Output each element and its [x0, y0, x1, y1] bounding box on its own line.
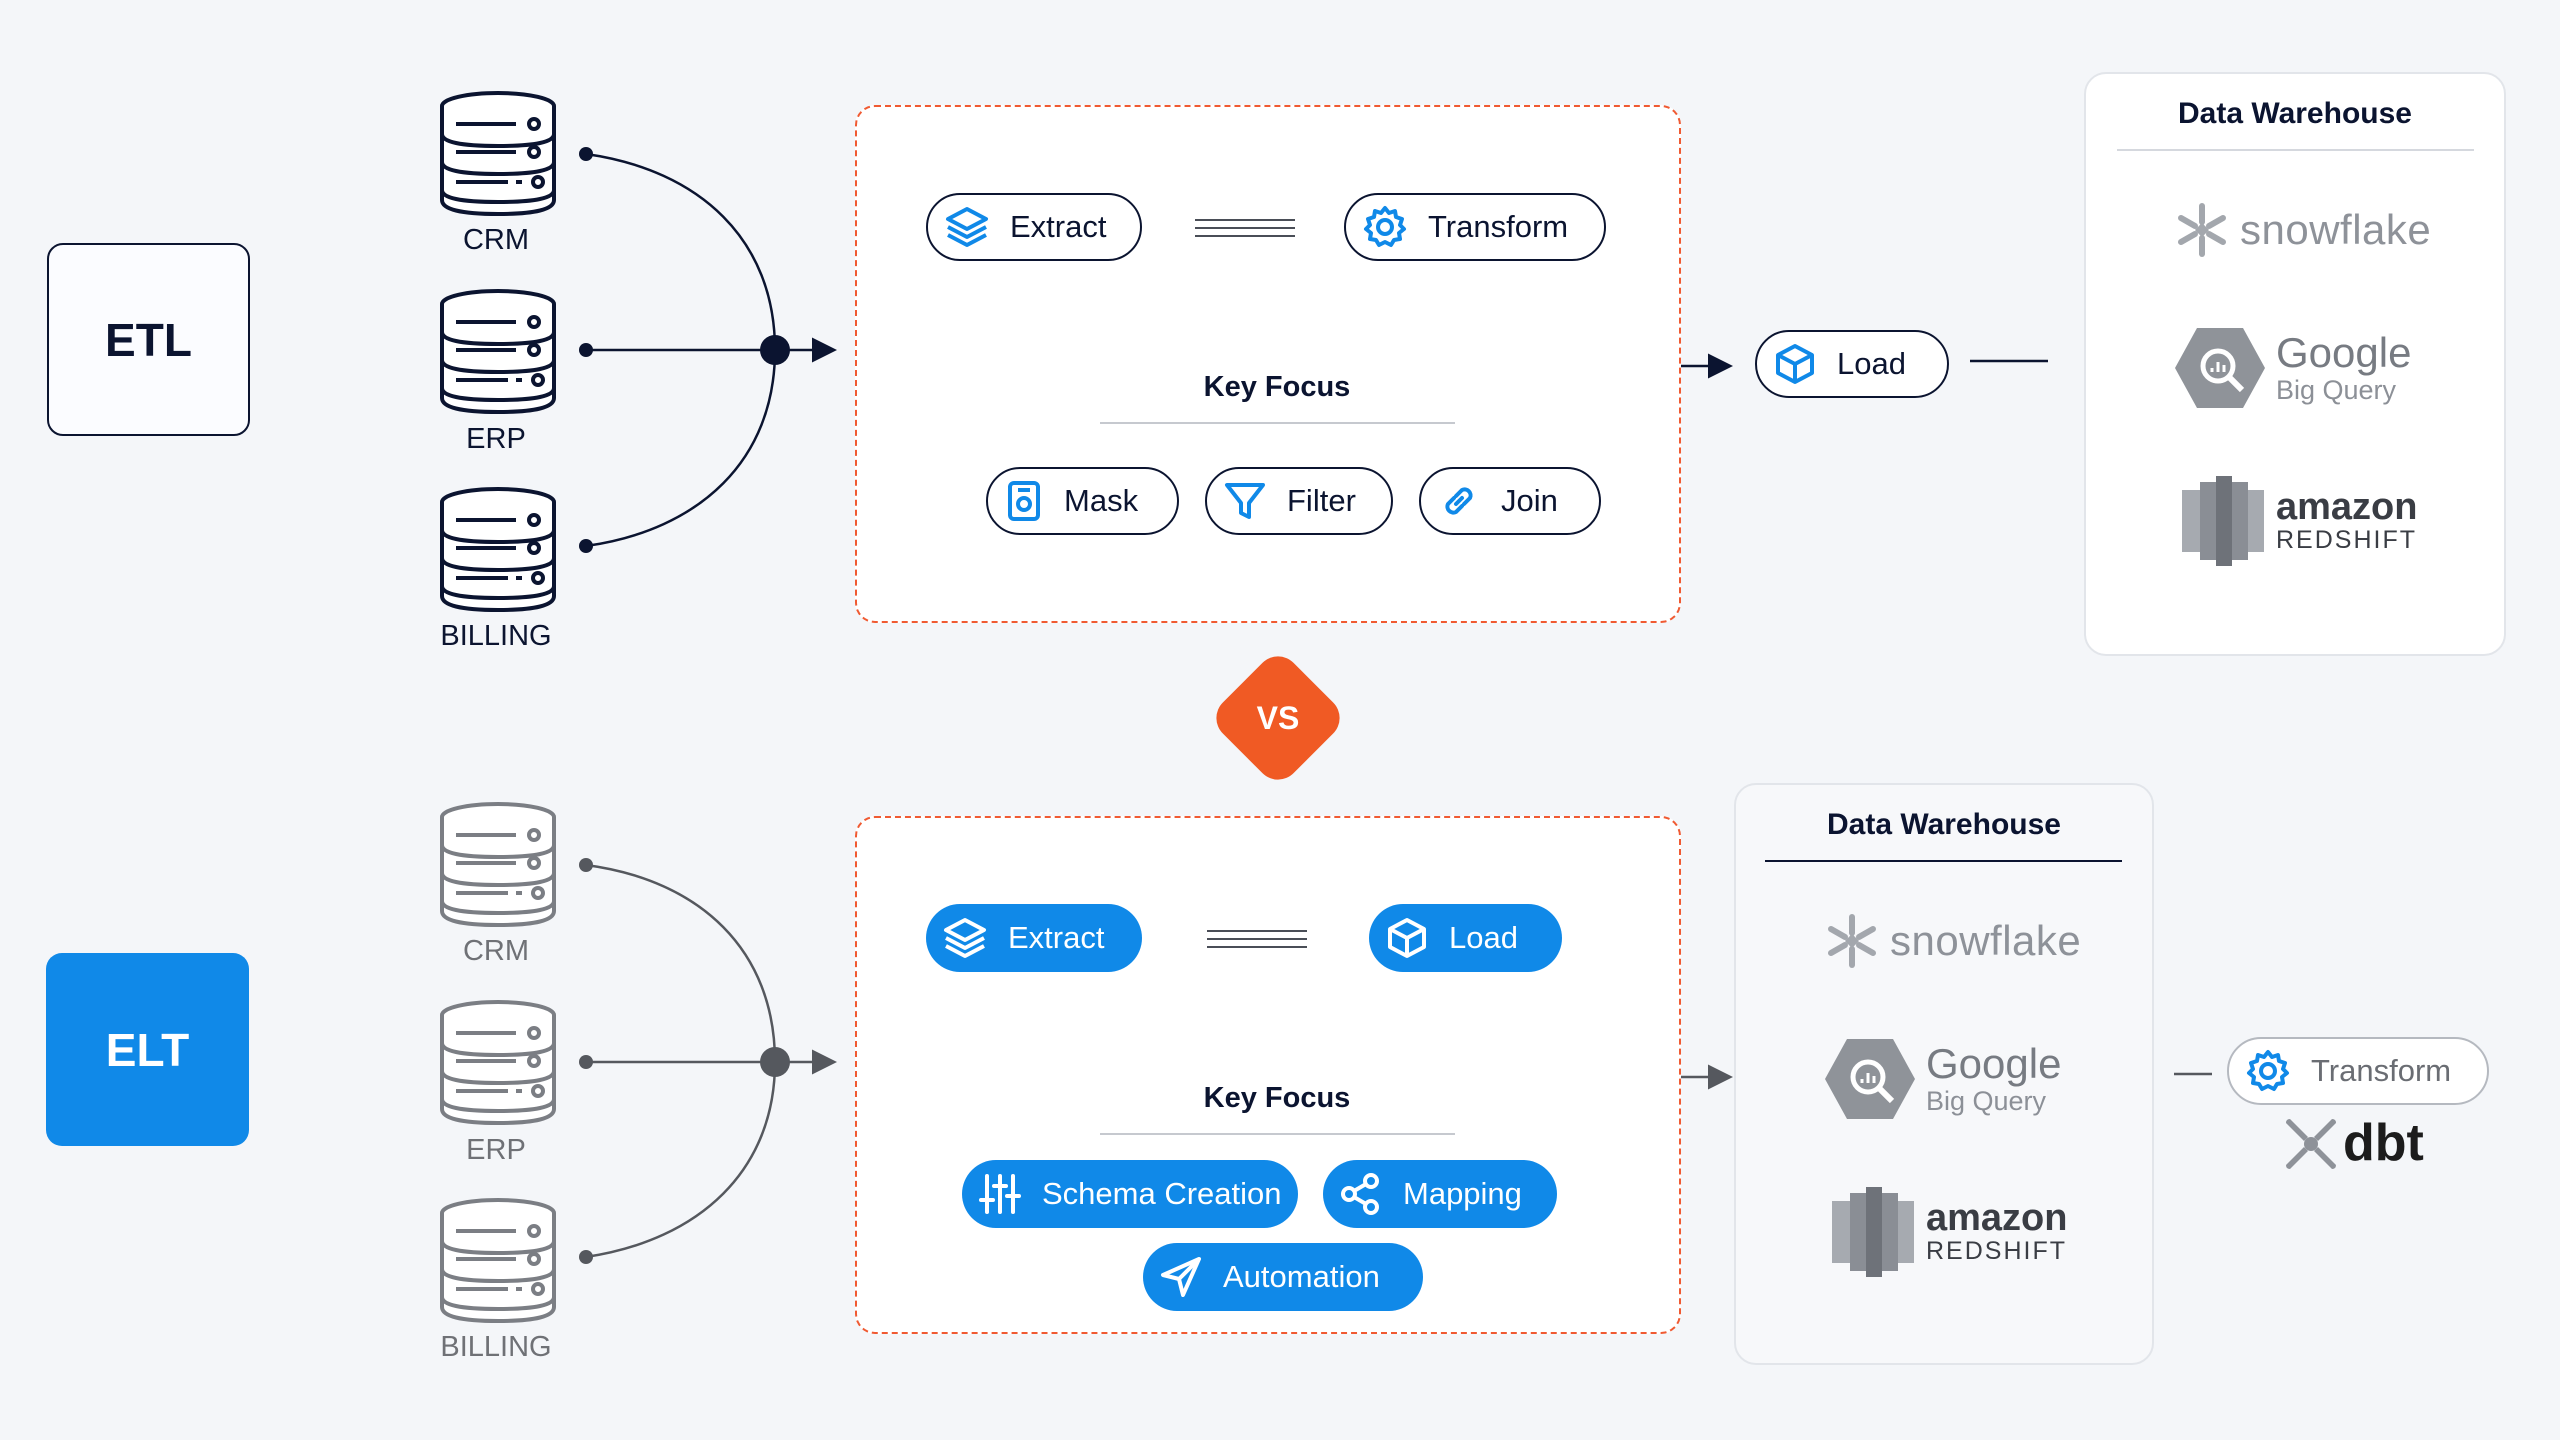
etl-join-label: Join [1501, 483, 1558, 518]
etl-merge-lines [579, 147, 837, 553]
elt-warehouse-divider [1765, 860, 2122, 862]
etl-equal-sign [1195, 219, 1295, 243]
etl-extract-label: Extract [1010, 209, 1107, 244]
elt-snowflake-text: snowflake [1890, 917, 2082, 964]
etl-transform-pill: Transform [1344, 193, 1606, 261]
billing-database-icon [440, 487, 556, 613]
elt-google-bigquery-logo: Google Big Query [1824, 1037, 2061, 1121]
etl-filter-pill: Filter [1205, 467, 1393, 535]
crm-database-icon [440, 802, 556, 928]
etl-key-focus-title: Key Focus [1203, 371, 1351, 403]
etl-source-crm-label: CRM [462, 224, 530, 256]
elt-key-focus-title: Key Focus [1203, 1082, 1351, 1114]
elt-snowflake-logo: snowflake [1824, 913, 2081, 969]
cube-icon [1388, 918, 1426, 958]
elt-automation-label: Automation [1223, 1259, 1380, 1294]
etl-data-warehouse-card [2084, 72, 2506, 656]
redshift-icon [2182, 476, 2264, 566]
elt-equal-sign [1207, 930, 1307, 954]
elt-merge-lines [579, 858, 837, 1264]
elt-bigquery-text: Big Query [1926, 1086, 2047, 1116]
elt-source-billing-label: BILLING [440, 1331, 552, 1363]
sliders-icon [979, 1174, 1021, 1214]
bigquery-icon [1825, 1039, 1915, 1119]
elt-extract-pill: Extract [926, 904, 1142, 972]
elt-amazon-redshift-logo: amazon REDSHIFT [1830, 1187, 2067, 1277]
etl-mask-label: Mask [1064, 483, 1139, 518]
elt-transform-pill: Transform [2227, 1037, 2489, 1105]
vs-label: VS [1256, 699, 1300, 736]
elt-schema-creation-label: Schema Creation [1042, 1176, 1282, 1211]
filter-icon [1225, 483, 1265, 519]
elt-amazon-text: amazon [1926, 1197, 2068, 1239]
etl-amazon-redshift-logo: amazon REDSHIFT [2180, 476, 2417, 566]
etl-join-pill: Join [1419, 467, 1601, 535]
etl-google-bigquery-logo: Google Big Query [2174, 326, 2411, 410]
etl-filter-label: Filter [1287, 483, 1356, 518]
etl-extract-pill: Extract [926, 193, 1142, 261]
etl-source-billing-label: BILLING [440, 620, 552, 652]
share-nodes-icon [1341, 1173, 1379, 1215]
crm-database-icon [440, 91, 556, 217]
bigquery-icon [2175, 328, 2265, 408]
layers-icon [944, 918, 986, 958]
elt-load-pill: Load [1369, 904, 1562, 972]
etl-warehouse-divider [2117, 149, 2474, 151]
elt-load-label: Load [1449, 920, 1518, 955]
snowflake-icon [2178, 203, 2226, 257]
etl-transform-label: Transform [1428, 209, 1569, 244]
etl-bigquery-text: Big Query [2276, 375, 2397, 405]
elt-warehouse-title: Data Warehouse [1827, 808, 2061, 841]
etl-key-focus-divider [1100, 422, 1455, 424]
billing-database-icon [440, 1198, 556, 1324]
mask-icon [1008, 481, 1040, 521]
snowflake-icon [1828, 914, 1876, 968]
gear-icon [2247, 1050, 2289, 1091]
etl-amazon-text: amazon [2276, 486, 2418, 528]
etl-load-label: Load [1837, 346, 1906, 381]
elt-automation-pill: Automation [1143, 1243, 1423, 1311]
elt-transform-label: Transform [2311, 1053, 2452, 1088]
dbt-icon [2286, 1119, 2336, 1169]
etl-load-pill: Load [1755, 330, 1949, 398]
elt-source-erp-label: ERP [466, 1134, 526, 1166]
erp-database-icon [440, 1000, 556, 1126]
elt-mode-box: ELT [46, 953, 249, 1146]
etl-mode-box: ETL [47, 243, 250, 436]
etl-mode-label: ETL [105, 313, 192, 366]
elt-key-focus-divider [1100, 1133, 1455, 1135]
etl-google-text: Google [2276, 329, 2412, 376]
dbt-logo-text: dbt [2343, 1114, 2424, 1172]
etl-mask-pill: Mask [986, 467, 1179, 535]
etl-snowflake-logo: snowflake [2174, 202, 2431, 258]
elt-mapping-label: Mapping [1403, 1176, 1522, 1211]
erp-database-icon [440, 289, 556, 415]
send-icon [1161, 1257, 1201, 1297]
elt-extract-label: Extract [1008, 920, 1105, 955]
elt-mapping-pill: Mapping [1323, 1160, 1557, 1228]
etl-redshift-text: REDSHIFT [2276, 526, 2417, 554]
link-icon [1445, 487, 1473, 515]
elt-mode-label: ELT [105, 1023, 190, 1076]
elt-data-warehouse-card [1734, 783, 2154, 1365]
elt-redshift-text: REDSHIFT [1926, 1237, 2067, 1265]
redshift-icon [1832, 1187, 1914, 1277]
elt-google-text: Google [1926, 1040, 2062, 1087]
etl-snowflake-text: snowflake [2240, 206, 2432, 253]
etl-warehouse-title: Data Warehouse [2178, 97, 2412, 130]
elt-source-crm-label: CRM [462, 935, 530, 967]
cube-icon [1776, 344, 1814, 384]
gear-icon [1364, 206, 1406, 247]
layers-icon [946, 207, 988, 247]
etl-source-erp-label: ERP [466, 423, 526, 455]
elt-schema-creation-pill: Schema Creation [962, 1160, 1298, 1228]
etl-stage-box [855, 105, 1681, 623]
